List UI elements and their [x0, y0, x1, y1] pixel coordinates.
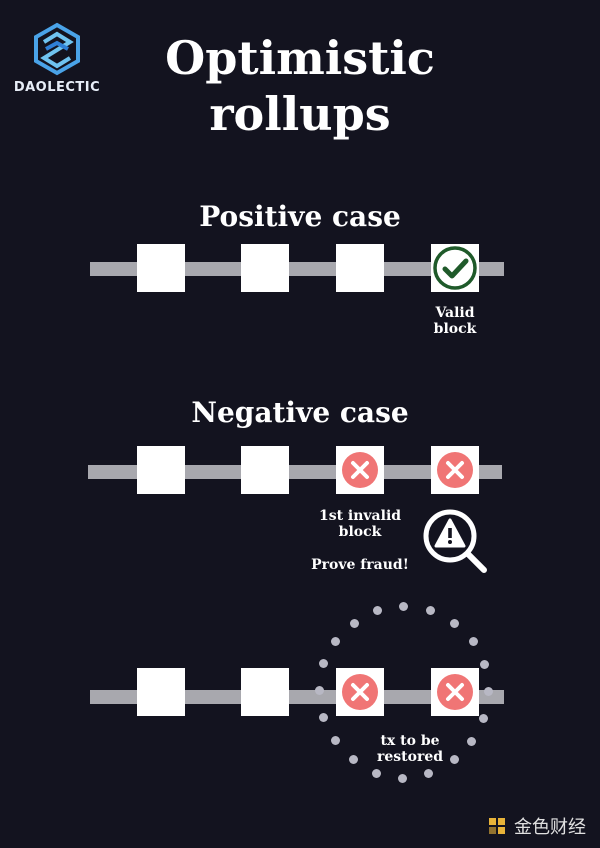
negative-block-invalid-2: [431, 446, 479, 494]
check-circle-icon: [433, 246, 477, 290]
x-circle-icon: [342, 674, 378, 710]
positive-block-1: [137, 244, 185, 292]
brand-logo: DAOLECTIC: [12, 22, 102, 97]
restore-label: tx to be restored: [350, 733, 470, 765]
restore-ring-dot: [349, 755, 358, 764]
restore-label-line-2: restored: [376, 749, 444, 765]
negative-block-1: [137, 446, 185, 494]
invalid-label-line-1: 1st invalid: [318, 508, 402, 524]
positive-block-valid: [431, 244, 479, 292]
title-line-2: rollups: [209, 87, 391, 141]
restore-ring-dot: [372, 769, 381, 778]
negative-case-heading: Negative case: [191, 396, 409, 429]
restore-ring-dot: [319, 659, 328, 668]
restore-chain-track: [90, 690, 504, 704]
restore-ring-dot: [450, 619, 459, 628]
x-circle-icon: [437, 452, 473, 488]
positive-chain-track: [90, 262, 504, 276]
restore-ring-dot: [331, 736, 340, 745]
restore-ring-dot: [426, 606, 435, 615]
invalid-label-line-2: block: [338, 524, 382, 540]
first-invalid-block-label: 1st invalid block: [300, 508, 420, 540]
restore-block-2: [241, 668, 289, 716]
watermark-text: 金色财经: [514, 817, 586, 838]
jinse-logo-icon: [489, 818, 505, 834]
valid-label-line-2: block: [433, 321, 477, 337]
magnifier-warning-icon: [423, 509, 487, 573]
negative-block-invalid-1: [336, 446, 384, 494]
negative-block-2: [241, 446, 289, 494]
restore-block-invalid-2: [431, 668, 479, 716]
restore-ring-dot: [479, 714, 488, 723]
restore-ring-dot: [315, 686, 324, 695]
watermark: 金色财经: [486, 814, 586, 838]
restore-ring-dot: [331, 637, 340, 646]
restore-ring-dot: [373, 606, 382, 615]
positive-block-3: [336, 244, 384, 292]
restore-block-invalid-1: [336, 668, 384, 716]
valid-label-line-1: Valid: [435, 305, 475, 321]
restore-ring-dot: [480, 660, 489, 669]
positive-block-2: [241, 244, 289, 292]
restore-ring-dot: [399, 602, 408, 611]
restore-ring-dot: [424, 769, 433, 778]
daolectic-logo-icon: [34, 22, 80, 76]
restore-ring-dot: [398, 774, 407, 783]
restore-ring-dot: [450, 755, 459, 764]
valid-block-label: Valid block: [415, 305, 495, 337]
page-title: Optimistic rollups: [100, 30, 500, 142]
restore-ring-dot: [484, 687, 493, 696]
restore-label-line-1: tx to be: [380, 733, 440, 749]
x-circle-icon: [437, 674, 473, 710]
negative-chain-track: [88, 465, 502, 479]
x-circle-icon: [342, 452, 378, 488]
restore-ring-dot: [319, 713, 328, 722]
brand-name: DAOLECTIC: [13, 80, 101, 95]
restore-block-1: [137, 668, 185, 716]
restore-ring-dot: [467, 737, 476, 746]
restore-ring-dot: [350, 619, 359, 628]
positive-case-heading: Positive case: [199, 200, 401, 233]
prove-fraud-label: Prove fraud!: [311, 557, 409, 573]
title-line-1: Optimistic: [165, 31, 435, 85]
restore-ring-dot: [469, 637, 478, 646]
